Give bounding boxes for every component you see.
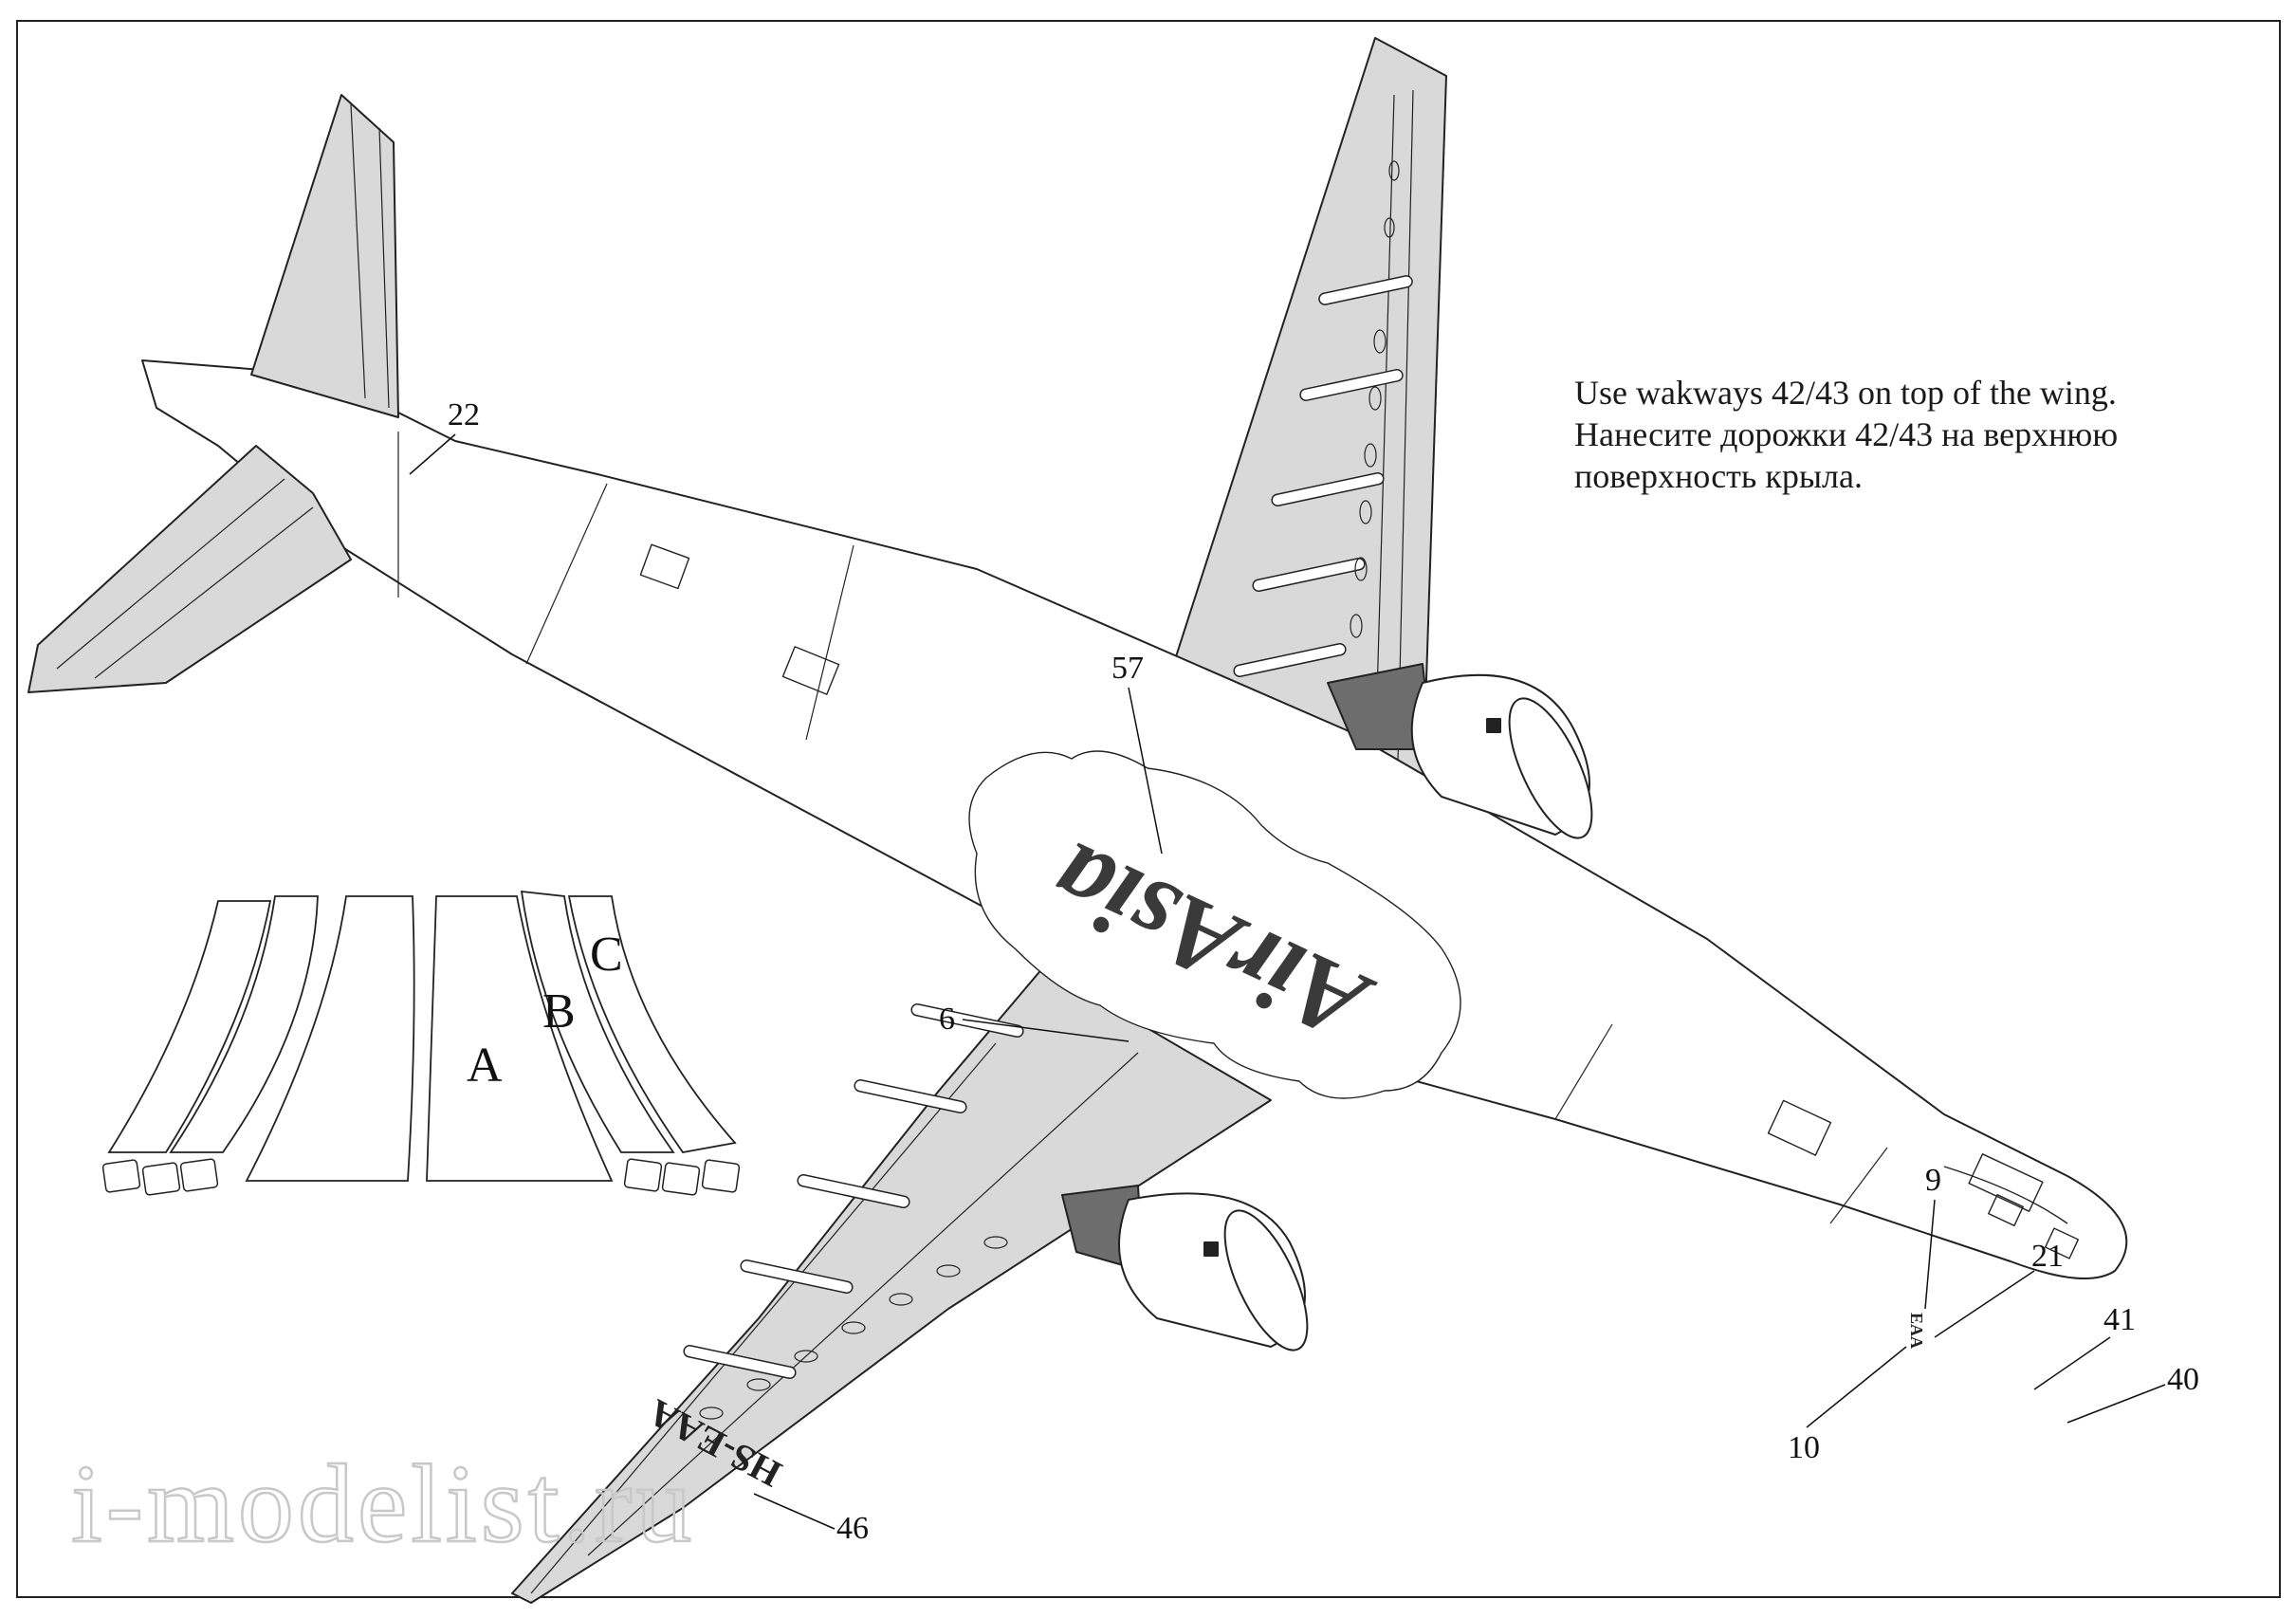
- panel-label-a: A: [467, 1039, 503, 1093]
- watermark: i-modelist.ru: [71, 1442, 695, 1566]
- lower-flap-track-fairings: [683, 1003, 1024, 1379]
- walkway-panel-right-b: [520, 890, 675, 1153]
- walkway-panels: [101, 890, 741, 1196]
- instruction-line-ru-1: Нанесите дорожки 42/43 на верхнюю: [1574, 415, 2119, 453]
- walkway-panel-right-c: [567, 895, 737, 1153]
- callout-40: 40: [2167, 1362, 2199, 1397]
- page-frame: [16, 20, 2281, 1598]
- lower-engine: [1061, 1185, 1309, 1351]
- fuselage-doors: [639, 543, 2044, 1212]
- small-walkway-pieces-right: [623, 1158, 741, 1196]
- lower-wing-access-panels: [699, 1236, 1008, 1420]
- lower-wing: [511, 966, 1272, 1604]
- instruction-line-en: Use wakways 42/43 on top of the wing.: [1574, 374, 2117, 412]
- vertical-tail: [250, 94, 399, 418]
- callout-57: 57: [1111, 651, 1144, 686]
- fuselage-panel-lines: [397, 432, 1888, 1224]
- walkway-panel-labels: A B C: [467, 928, 623, 1093]
- horizontal-stabilizer: [28, 445, 352, 693]
- walkway-panel-left-c: [107, 900, 272, 1153]
- walkway-panel-left-b: [169, 895, 319, 1153]
- small-walkway-pieces-left: [101, 1158, 219, 1196]
- upper-engine: [1327, 663, 1593, 839]
- callout-9: 9: [1925, 1163, 1941, 1198]
- panel-label-b: B: [542, 984, 576, 1039]
- callout-46: 46: [836, 1511, 869, 1546]
- walkway-panel-left-a: [245, 895, 415, 1182]
- nose-registration-marking: EAA: [1907, 1313, 1926, 1349]
- callout-10: 10: [1788, 1430, 1820, 1465]
- panel-label-c: C: [590, 928, 623, 982]
- callout-41: 41: [2103, 1302, 2136, 1337]
- cockpit: [1943, 1166, 2080, 1259]
- callouts: 22 57 6 9 21 41 40 10 46: [409, 397, 2199, 1546]
- callout-22: 22: [448, 397, 480, 432]
- fuselage: [141, 359, 2128, 1279]
- walkway-panel-right-a: [426, 895, 614, 1182]
- aircraft: [28, 37, 2128, 1604]
- instruction-note: Use wakways 42/43 on top of the wing. На…: [1574, 372, 2257, 497]
- callout-6: 6: [939, 1002, 955, 1037]
- callout-21: 21: [2031, 1239, 2064, 1274]
- instruction-line-ru-2: поверхность крыла.: [1574, 457, 1863, 495]
- wing-root-walkway-outline: [968, 750, 1461, 1099]
